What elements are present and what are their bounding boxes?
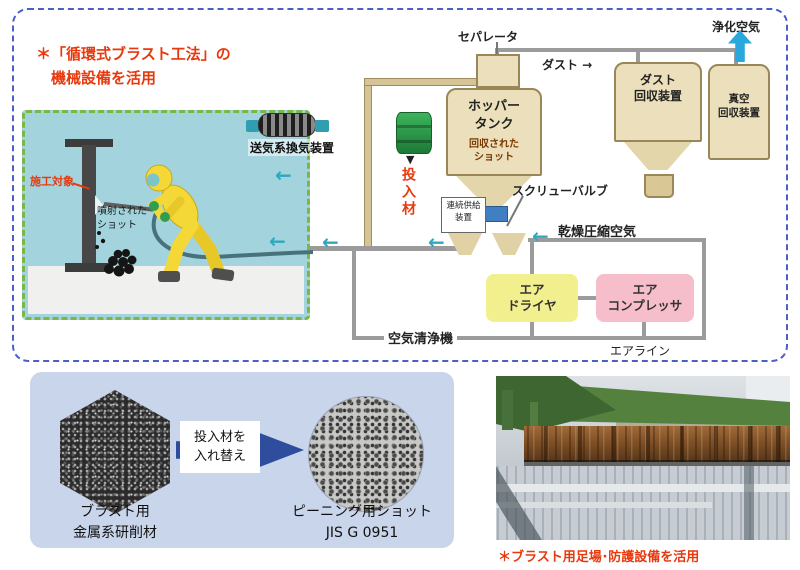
steel-beam-bottom-flange <box>65 263 113 272</box>
sprayed-shot-label: 噴射された ショット <box>97 206 147 231</box>
bridge-photo-art <box>496 376 790 540</box>
continuous-feeder-unit: 連続供給 装置 <box>441 197 486 233</box>
worker-illustration <box>145 164 235 282</box>
peening-shot-image <box>308 396 424 512</box>
hopper-tank <box>446 88 542 176</box>
screw-valve-label: スクリューバルブ <box>512 184 608 198</box>
blasting-work-illustration: 施工対象 噴射された ショット ← ← <box>22 110 313 320</box>
pipe-return-horizontal <box>364 78 480 86</box>
ventilator-device-icon <box>258 113 316 137</box>
separator-leader-line <box>496 42 498 54</box>
flow-arrow-icon: ← <box>428 230 445 254</box>
machine-diagram-frame <box>12 8 788 362</box>
recovered-shot-label: 回収された ショット <box>469 139 519 163</box>
blast-abrasive-image <box>60 390 170 514</box>
air-compressor-unit: エア コンプレッサ <box>596 274 694 322</box>
pipe-dust-collector-stub <box>636 48 640 64</box>
pipe-dust-line <box>495 48 742 52</box>
shot-pile <box>95 231 137 277</box>
ventilator-hose-coupling-icon <box>246 120 259 132</box>
blast-scene-art <box>95 195 313 277</box>
dust-label: ダスト → <box>542 58 593 72</box>
vacuum-collector-label: 真空 回収装置 <box>718 93 760 120</box>
flow-arrow-icon: ← <box>322 230 339 254</box>
screw-valve-icon <box>492 233 526 255</box>
dust-bucket-icon <box>644 174 674 198</box>
bridge-site-photo <box>496 376 790 540</box>
ventilator-label: 送気系換気装置 <box>248 139 337 156</box>
steel-beam-web <box>82 145 96 265</box>
work-target-label: 施工対象 <box>30 175 74 188</box>
pipe-left-vertical <box>352 249 356 336</box>
feed-material-label: 投入材 <box>400 167 416 218</box>
flow-arrow-icon: ← <box>269 229 286 253</box>
ventilator-hose-coupling-icon <box>315 120 329 132</box>
air-purifier-label: 空気清浄機 <box>384 327 458 348</box>
feed-material-barrel-icon <box>396 112 432 154</box>
vacuum-collector-unit <box>708 64 770 160</box>
separator-unit <box>476 54 520 88</box>
material-swap-panel: 投入材を 入れ替え ブラスト用 金属系研削材 ピーニング用ショット JIS G … <box>30 372 454 548</box>
separator-label: セパレータ <box>458 30 519 44</box>
pipe-dryer-down <box>530 322 534 336</box>
steel-beam-top-flange <box>65 139 113 147</box>
pipe-dry-air-line <box>528 238 706 242</box>
dry-compressed-air-label: 乾燥圧縮空気 <box>558 225 637 240</box>
flow-arrow-icon: ← <box>532 224 549 248</box>
screw-valve-icon <box>448 233 482 255</box>
pipe-dryer-compressor-link <box>578 296 596 300</box>
dust-collector-unit <box>614 62 702 142</box>
blast-abrasive-caption: ブラスト用 金属系研削材 <box>73 504 157 541</box>
swap-label: 投入材を 入れ替え <box>180 421 260 473</box>
diagram-title: ＊「循環式ブラスト工法」の 機械設備を活用 <box>36 45 231 87</box>
hopper-tank-label: ホッパー タンク <box>467 99 520 132</box>
pipe-return-vertical <box>364 78 372 250</box>
peening-shot-caption: ピーニング用ショット JIS G 0951 <box>292 504 432 541</box>
air-line-label: エアライン <box>610 344 671 358</box>
pipe-compressor-down <box>642 322 646 336</box>
photo-caption: ＊ブラスト用足場･防護設備を活用 <box>498 550 700 565</box>
pipe-air-line-bottom <box>352 336 706 340</box>
pipe-supply-line <box>310 246 472 251</box>
pipe-dryer-up <box>530 242 534 274</box>
down-arrow-icon: ▼ <box>406 153 415 166</box>
dust-collector-label: ダスト 回収装置 <box>633 73 682 104</box>
flow-arrow-icon: ← <box>275 163 292 187</box>
purified-air-label: 浄化空気 <box>712 20 761 34</box>
air-dryer-unit: エア ドライヤ <box>486 274 578 322</box>
pipe-right-vertical <box>702 238 706 340</box>
